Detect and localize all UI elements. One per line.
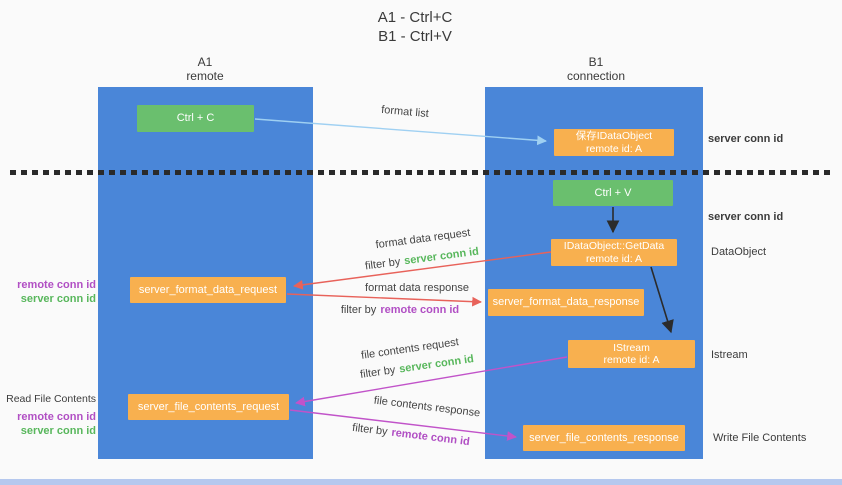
bottom-edge-strip (0, 479, 842, 485)
istream-box-title: IStream (613, 341, 650, 354)
filter-by-text: filter by (359, 364, 397, 381)
istream-side-label: Istream (711, 349, 748, 361)
format-list-label: format list (380, 103, 430, 121)
idataobject-getdata-subtitle: remote id: A (585, 252, 643, 265)
read-file-contents-label: Read File Contents (6, 393, 96, 405)
lane-a1-role: remote (186, 69, 224, 83)
server-file-contents-response-box: server_file_contents_response (523, 425, 685, 451)
file-contents-response-label: file contents response (373, 394, 481, 420)
title-line-1: A1 - Ctrl+C (377, 9, 453, 26)
save-idataobject-box: 保存IDataObject remote id: A (554, 129, 674, 156)
remote-conn-id-text: remote conn id (390, 426, 471, 449)
lane-a1-name: A1 (197, 55, 213, 69)
dataobject-label: DataObject (711, 246, 767, 258)
save-idataobject-subtitle: remote id: A (585, 142, 643, 155)
diagram-title: A1 - Ctrl+C B1 - Ctrl+V (330, 8, 500, 46)
format-data-response-arrow (286, 293, 482, 307)
lane-b1-name: B1 (588, 55, 604, 69)
save-idataobject-title: 保存IDataObject (575, 130, 653, 142)
server-conn-id-label: server conn id (20, 293, 96, 305)
server-format-data-request-box: server_format_data_request (130, 277, 286, 303)
filter-by-text: filter by (351, 421, 389, 439)
server-conn-id-text: server conn id (398, 353, 475, 376)
conn-id-labels-left-bottom: remote conn id server conn id (6, 410, 96, 438)
server-format-data-response-box: server_format_data_response (488, 289, 644, 316)
server-conn-id-text: server conn id (403, 245, 480, 268)
lane-header-a1: A1 remote (155, 55, 255, 83)
session-separator-line (10, 170, 834, 175)
filter-by-text: filter by (364, 255, 402, 273)
format-data-response-label: format data response (365, 282, 469, 294)
filter-by-text: filter by (340, 304, 377, 316)
istream-box-subtitle: remote id: A (603, 354, 660, 366)
server-conn-id-label-middle-right: server conn id (708, 211, 784, 223)
lane-b1-role: connection (566, 69, 626, 83)
server-conn-id-label-top-right: server conn id (708, 133, 784, 145)
remote-conn-id-text: remote conn id (380, 304, 460, 316)
ctrl-c-box: Ctrl + C (137, 105, 254, 132)
write-file-contents-label: Write File Contents (713, 432, 807, 444)
idataobject-getdata-title: IDataObject::GetData (563, 240, 665, 252)
idataobject-getdata-box: IDataObject::GetData remote id: A (551, 239, 677, 266)
remote-conn-id-label: remote conn id (17, 279, 96, 291)
title-line-2: B1 - Ctrl+V (378, 28, 452, 45)
conn-id-labels-left-top: remote conn id server conn id (6, 278, 96, 306)
server-file-contents-request-box: server_file_contents_request (128, 394, 289, 420)
server-conn-id-label: server conn id (20, 425, 96, 437)
remote-conn-id-label: remote conn id (17, 411, 96, 423)
istream-box: IStream remote id: A (568, 340, 695, 368)
ctrl-v-box: Ctrl + V (553, 180, 673, 206)
lane-header-b1: B1 connection (546, 55, 646, 83)
